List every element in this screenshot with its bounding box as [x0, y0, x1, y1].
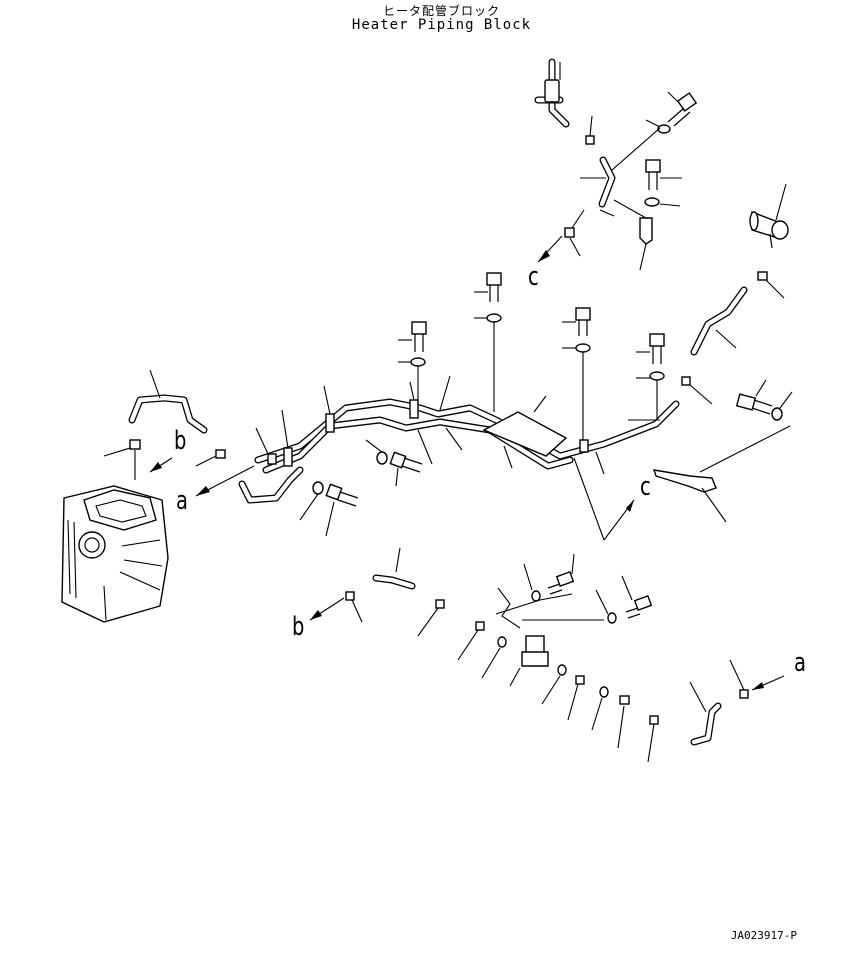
small-clip: [585, 115, 595, 145]
arrow-c-top: [537, 235, 563, 263]
bolt-lower-left: [365, 439, 423, 487]
arrow-a-left: [195, 465, 255, 497]
callout-b-bottom: b: [292, 612, 305, 642]
upper-nut: [564, 209, 585, 257]
bolt-c: [562, 307, 591, 444]
callout-c-right: c: [640, 472, 651, 502]
hose-clip-right: [757, 271, 785, 299]
drawing-code: JA023917-P: [730, 929, 797, 942]
lower-hose-right: [689, 659, 749, 746]
nut-lower-left: [345, 591, 363, 623]
arrow-a-right: [751, 675, 785, 691]
callout-a-left: a: [176, 486, 188, 516]
bolt-lower-left-2: [299, 481, 359, 537]
heater-valve-assembly: [534, 58, 570, 128]
heater-unit: [61, 485, 169, 623]
heater-cylinder: [749, 183, 789, 249]
bolt-b: [398, 321, 427, 404]
callout-c-top: c: [528, 262, 539, 292]
callout-a-right: a: [794, 648, 806, 678]
upper-bolt-2: [645, 159, 682, 190]
small-plug-right: [681, 376, 713, 405]
nut-left: [103, 439, 141, 480]
valve-elbow-pipe: [580, 127, 661, 217]
hose-left: [128, 369, 208, 434]
solenoid-bolt: [523, 553, 575, 602]
bolt-right-angled: [735, 379, 793, 421]
top-bolt: [667, 91, 698, 127]
arrow-b-lower: [309, 597, 345, 621]
elbow-fitting-lower: [372, 547, 416, 590]
diagram-title-japanese: ヒータ配管ブロック: [382, 4, 500, 18]
small-fittings: [457, 621, 659, 763]
bolt-d: [636, 333, 665, 420]
upper-washer-2: [644, 197, 681, 207]
plug-left: [195, 449, 226, 467]
solenoid-valve: [495, 587, 604, 687]
right-bracket: [652, 425, 791, 523]
solenoid-bolt-2: [595, 575, 653, 624]
nut-lower-2: [417, 599, 445, 637]
callout-b-left: b: [174, 426, 187, 456]
upper-bracket: [613, 199, 653, 271]
main-pipe-bundle: [238, 375, 680, 504]
bolt-a: [474, 272, 502, 412]
curved-hose-right: [690, 286, 748, 356]
top-washer: [645, 119, 671, 134]
arrow-c-right: [573, 457, 635, 541]
diagram-title-english: Heater Piping Block: [351, 17, 532, 33]
arrow-b-left: [149, 457, 173, 473]
